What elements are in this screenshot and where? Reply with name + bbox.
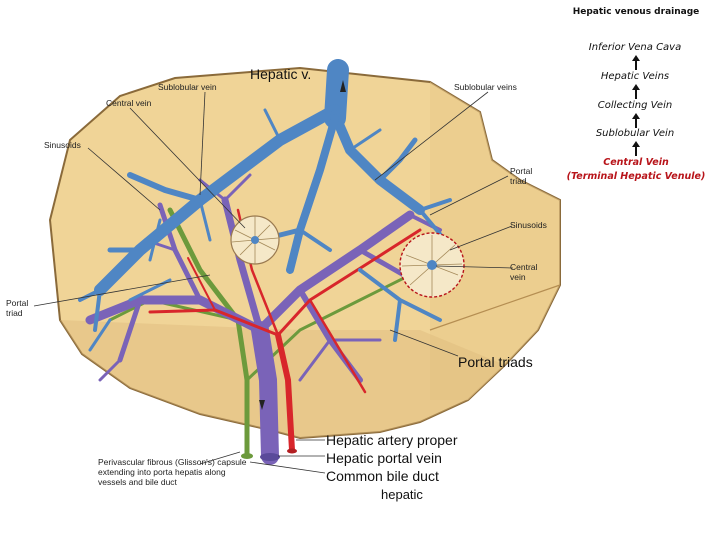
label-hepatic-v: Hepatic v. xyxy=(250,66,312,82)
level-inferior-vena-cava: Inferior Vena Cava xyxy=(588,42,682,53)
hepatic-vein-tree xyxy=(78,59,452,352)
label-common-bile-duct: Common bile duct xyxy=(326,468,439,484)
up-arrow-icon xyxy=(632,141,640,156)
label-glisson-capsule: Perivascular fibrous (Glisson's) capsule… xyxy=(98,457,247,487)
leader-lines xyxy=(33,91,514,474)
flow-arrows xyxy=(259,80,346,410)
up-arrow-icon xyxy=(632,113,640,128)
label-hepatic-artery-proper: Hepatic artery proper xyxy=(326,432,458,448)
label-sublobular-vein: Sublobular vein xyxy=(158,82,217,92)
label-portal-triad-right: Portal triad xyxy=(510,166,533,186)
lobule-right xyxy=(399,232,465,298)
label-sublobular-veins: Sublobular veins xyxy=(454,82,517,92)
label-portal-triad-left: Portal triad xyxy=(6,298,29,318)
up-arrow-icon xyxy=(632,55,640,70)
portal-vein-tree xyxy=(85,173,442,465)
label-portal-triads: Portal triads xyxy=(458,354,533,370)
level-sublobular-vein: Sublobular Vein xyxy=(595,128,675,139)
label-central-vein-top: Central vein xyxy=(106,98,152,108)
level-central-vein: Central Vein xyxy=(603,157,669,168)
porta-stubs xyxy=(241,448,297,461)
level-collecting-vein: Collecting Vein xyxy=(597,100,673,111)
label-hepatic: hepatic xyxy=(381,487,423,502)
hepatic-artery-tree xyxy=(148,208,422,453)
level-hepatic-veins: Hepatic Veins xyxy=(600,71,670,82)
terminal-hepatic-venule: (Terminal Hepatic Venule) xyxy=(566,171,706,182)
up-arrow-icon xyxy=(632,84,640,99)
hierarchy-title: Hepatic venous drainage xyxy=(572,7,700,17)
lobule-left xyxy=(230,215,280,265)
liver-block xyxy=(48,66,561,440)
label-hepatic-portal-vein: Hepatic portal vein xyxy=(326,450,442,466)
label-central-vein-right: Central vein xyxy=(510,262,538,282)
label-sinusoids-left: Sinusoids xyxy=(44,140,81,150)
label-sinusoids-right: Sinusoids xyxy=(510,220,547,230)
